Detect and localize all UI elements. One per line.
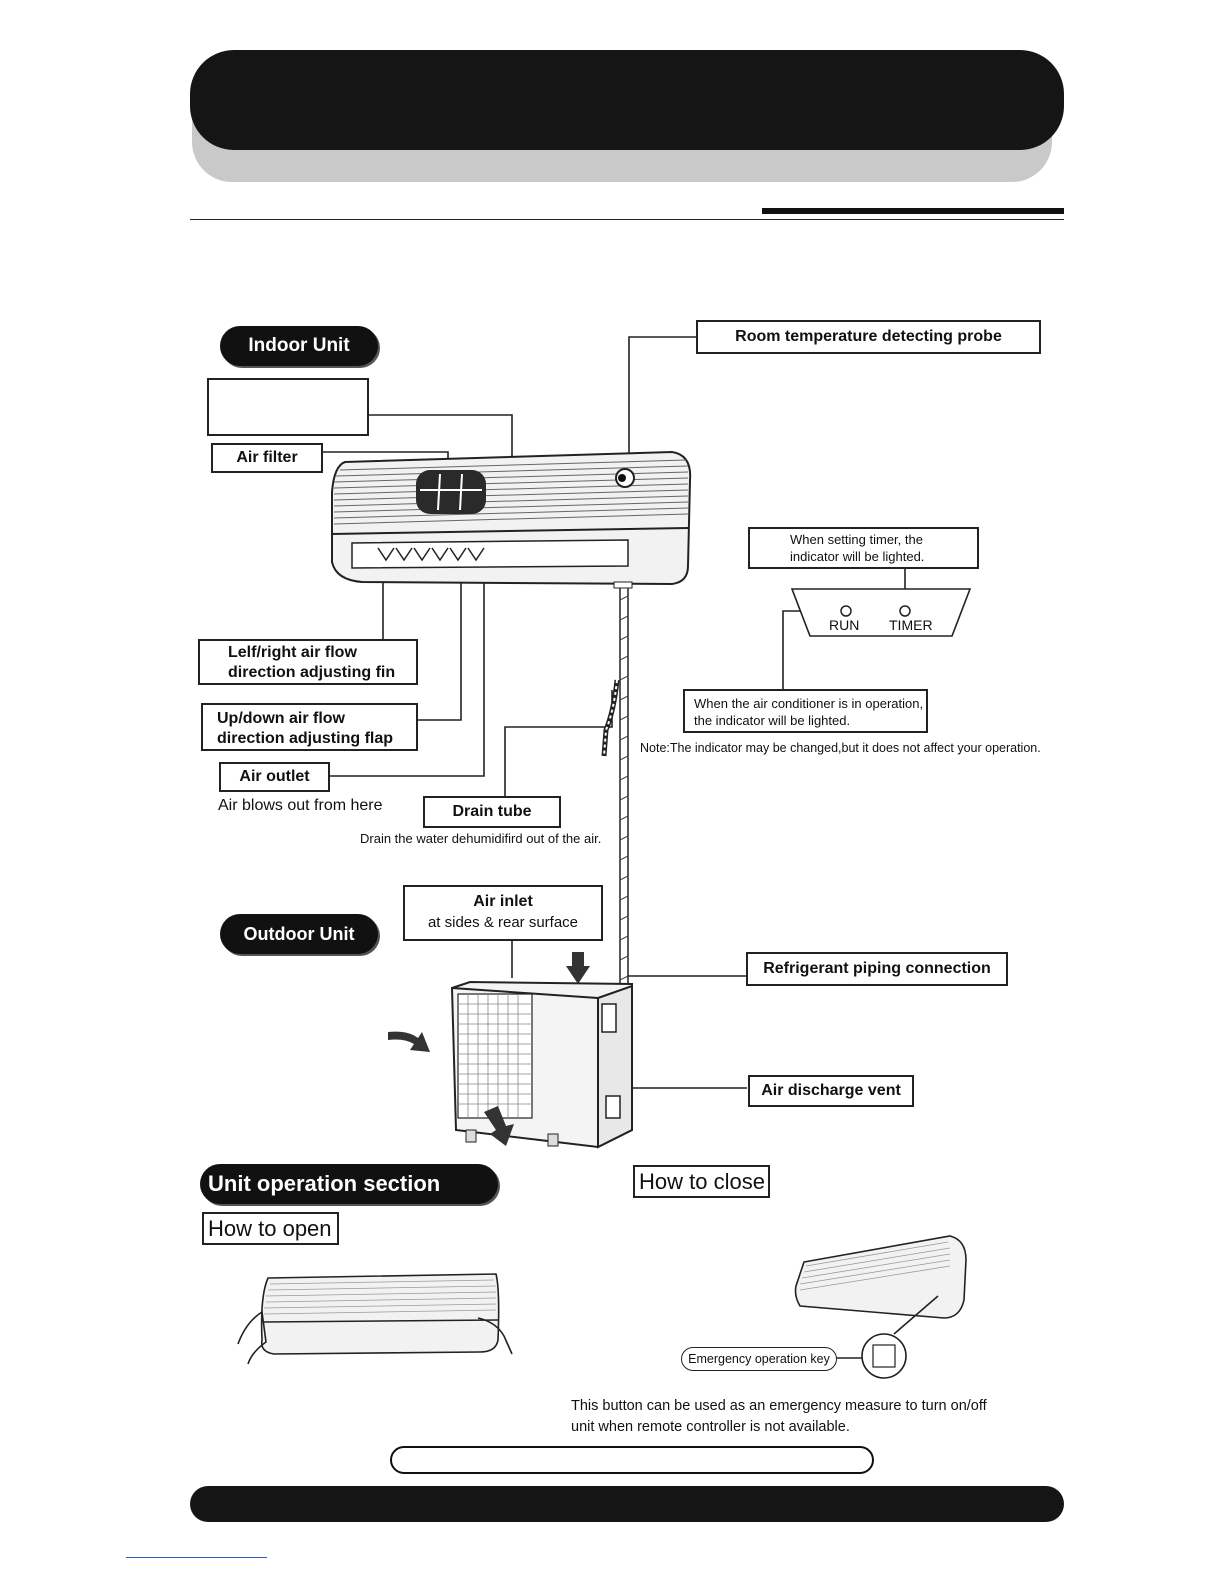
flap-label-line1: Up/down air flow	[217, 710, 345, 727]
timer-indicator-label: TIMER	[889, 617, 933, 633]
arrow-icon	[388, 1031, 430, 1052]
indoor-unit-title: Indoor Unit	[220, 326, 378, 366]
timer-note-line1: When setting timer, the	[790, 532, 923, 547]
air-filter-label: Air filter	[211, 443, 323, 473]
flap-label: Up/down air flow direction adjusting fla…	[201, 703, 418, 751]
timer-note-box: When setting timer, the indicator will b…	[748, 527, 979, 569]
run-note-line2: the indicator will be lighted.	[694, 713, 851, 728]
unit-operation-title: Unit operation section	[200, 1164, 498, 1204]
header-banner	[190, 50, 1064, 150]
probe-leader	[628, 336, 696, 478]
flap-leader	[418, 565, 462, 721]
run-indicator-label: RUN	[829, 617, 860, 633]
outlet-leader	[330, 565, 485, 777]
drain-leader	[504, 690, 613, 797]
drain-tube-label: Drain tube	[423, 796, 561, 828]
fin-label-line2: direction adjusting fin	[228, 664, 396, 681]
close-unit-illustration	[794, 1235, 967, 1379]
open-unit-illustration	[237, 1273, 513, 1365]
discharge-label: Air discharge vent	[748, 1075, 914, 1107]
flap-label-line2: direction adjusting flap	[217, 730, 394, 747]
emergency-note-line2: unit when remote controller is not avail…	[571, 1419, 850, 1435]
emergency-note: This button can be used as an emergency …	[571, 1396, 987, 1438]
blank-label-box	[207, 378, 369, 436]
room-probe-label: Room temperature detecting probe	[696, 320, 1041, 354]
indoor-unit-illustration	[331, 450, 692, 1000]
timer-note-line2: indicator will be lighted.	[790, 549, 925, 564]
fin-label: Lelf/right air flow direction adjusting …	[198, 639, 418, 685]
drain-note: Drain the water dehumidifird out of the …	[360, 831, 602, 846]
header-rule-thick	[762, 208, 1064, 214]
outdoor-unit-title: Outdoor Unit	[220, 914, 378, 954]
how-to-close-label: How to close	[633, 1165, 770, 1198]
run-note-line1: When the air conditioner is in operation…	[694, 696, 924, 711]
indicator-note: Note:The indicator may be changed,but it…	[640, 741, 1041, 755]
page-number-oval	[390, 1446, 874, 1474]
emergency-key-label: Emergency operation key	[681, 1347, 837, 1371]
footer-underline	[126, 1557, 267, 1558]
emergency-note-line1: This button can be used as an emergency …	[571, 1398, 987, 1414]
air-inlet-label: Air inlet at sides & rear surface	[403, 885, 603, 941]
outdoor-unit-illustration	[450, 980, 633, 1149]
indicator-panel	[790, 588, 972, 637]
air-outlet-label: Air outlet	[219, 762, 330, 792]
fin-label-line1: Lelf/right air flow	[228, 644, 357, 661]
air-inlet-title: Air inlet	[473, 893, 533, 910]
arrow-icon	[484, 1106, 514, 1146]
how-to-open-label: How to open	[202, 1212, 339, 1245]
arrow-icon	[566, 952, 590, 984]
footer-banner	[190, 1486, 1064, 1522]
air-outlet-note: Air blows out from here	[218, 797, 383, 814]
header-rule	[190, 219, 1064, 220]
air-inlet-sub: at sides & rear surface	[427, 914, 579, 931]
run-note-box: When the air conditioner is in operation…	[683, 689, 928, 733]
refrigerant-label: Refrigerant piping connection	[746, 952, 1008, 986]
